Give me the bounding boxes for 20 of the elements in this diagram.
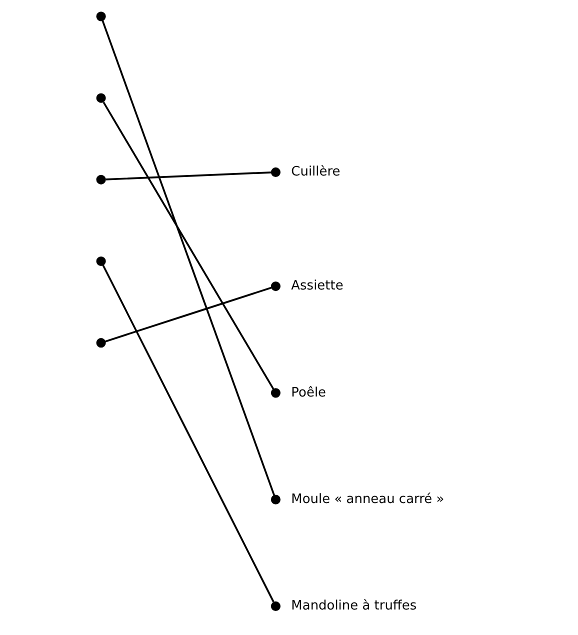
connector xyxy=(102,264,274,602)
node-label: Cuillère xyxy=(291,164,340,180)
node-label: Assiette xyxy=(291,278,344,294)
node-circle xyxy=(96,256,106,266)
node-circle xyxy=(270,167,281,178)
node-circle xyxy=(96,174,106,184)
connector xyxy=(102,102,274,390)
node-circle xyxy=(270,281,281,292)
node-circle xyxy=(270,601,281,612)
node-label: Moule « anneau carré » xyxy=(291,492,444,508)
node-label: Mandoline à truffes xyxy=(291,598,417,614)
connector xyxy=(106,171,272,180)
node-circle xyxy=(270,388,281,398)
node-label: Poêle xyxy=(291,385,326,400)
connector xyxy=(105,286,272,342)
node-circle xyxy=(96,338,106,348)
node-circle xyxy=(96,93,106,103)
connector xyxy=(102,20,276,496)
node-circle xyxy=(96,12,106,22)
node-circle xyxy=(270,494,281,504)
